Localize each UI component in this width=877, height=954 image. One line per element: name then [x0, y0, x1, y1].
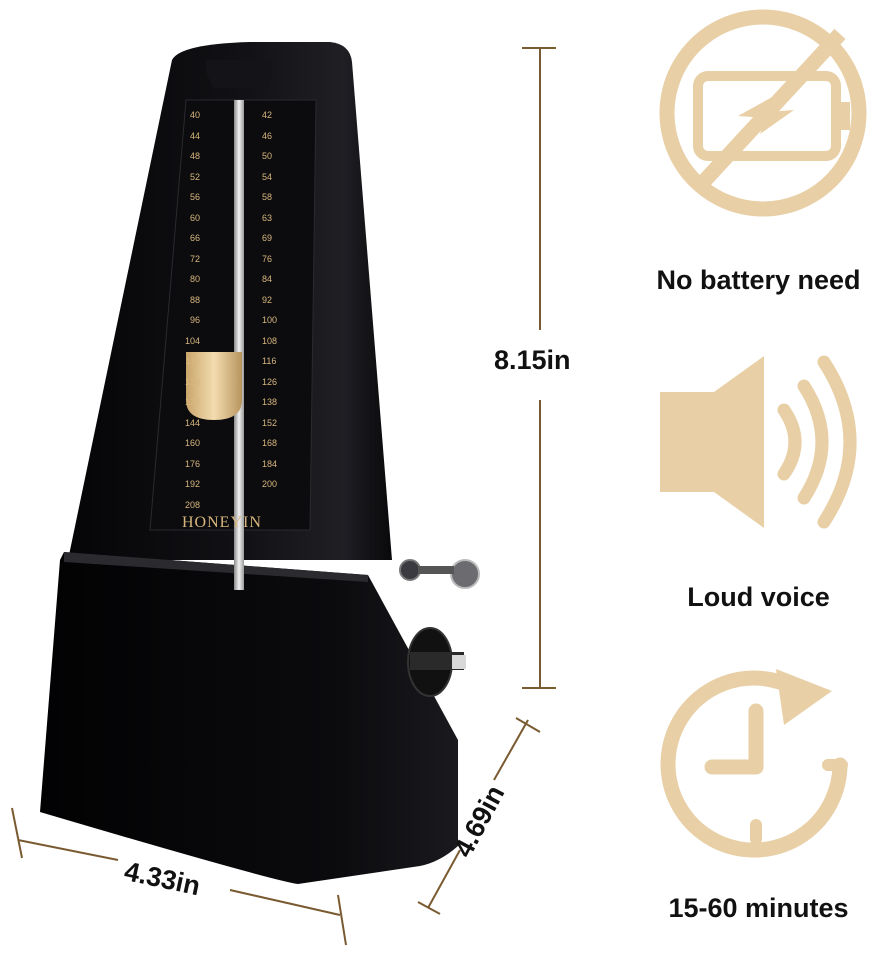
- scale-number: 46: [262, 130, 273, 141]
- scale-number: 54: [262, 171, 273, 182]
- scale-number: 108: [262, 335, 278, 346]
- scale-number: 192: [184, 479, 200, 489]
- scale-number: 63: [262, 212, 273, 223]
- scale-number: 58: [262, 192, 273, 202]
- scale-number: 44: [189, 130, 200, 141]
- scale-number: 50: [262, 151, 273, 161]
- scale-number: 72: [189, 253, 200, 264]
- scale-number: 116: [262, 356, 277, 366]
- scale-number: 52: [189, 171, 200, 182]
- scale-number: 60: [189, 212, 200, 223]
- scale-number: 104: [184, 335, 200, 346]
- scale-number: 144: [184, 417, 200, 428]
- scale-panel: [149, 99, 317, 531]
- pendulum-rod: [234, 100, 244, 590]
- scale-number: 168: [262, 438, 278, 448]
- scale-number: 160: [184, 438, 200, 448]
- timer-icon: [660, 669, 848, 858]
- scale-number: 88: [189, 294, 200, 305]
- scale-number: 100: [262, 315, 278, 325]
- pendulum-weight: [186, 352, 242, 420]
- scale-number: 152: [262, 417, 278, 428]
- scale-number: 84: [262, 274, 273, 284]
- scale-number: 66: [189, 233, 200, 243]
- scale-number: 176: [184, 458, 200, 469]
- scale-number: 92: [262, 294, 273, 305]
- feature-label-voice: Loud voice: [687, 582, 830, 612]
- dimension-lines: [11, 47, 556, 946]
- brand-logo: HONEYIN: [182, 514, 262, 531]
- feature-label-timer: 15-60 minutes: [668, 893, 849, 923]
- scale-number: 138: [262, 397, 278, 407]
- scale-number: 40: [189, 110, 200, 120]
- scale-number: 120: [184, 376, 200, 387]
- metronome-base: [40, 552, 458, 884]
- scale-number: 76: [262, 253, 273, 264]
- scale-number: 42: [262, 110, 273, 120]
- scale-number: 200: [262, 479, 278, 489]
- scale-number: 112: [185, 356, 200, 366]
- scale-number: 184: [262, 458, 278, 469]
- scale-number: 56: [189, 192, 200, 202]
- scale-number: 126: [262, 376, 278, 387]
- height-label: 8.15in: [494, 345, 571, 375]
- scale-number: 80: [189, 274, 200, 284]
- scale-number: 69: [262, 233, 273, 243]
- tempo-knob: [399, 559, 421, 581]
- winding-key: [450, 559, 480, 589]
- no-battery-icon: [659, 9, 867, 217]
- scale-number: 208: [184, 499, 200, 510]
- scale-number: 48: [189, 151, 200, 161]
- scale-number: 96: [189, 315, 200, 325]
- feature-label-battery: No battery need: [656, 265, 861, 295]
- scale-number: 132: [184, 397, 200, 407]
- metronome-top-cap: [205, 60, 274, 88]
- speaker-icon: [660, 355, 857, 529]
